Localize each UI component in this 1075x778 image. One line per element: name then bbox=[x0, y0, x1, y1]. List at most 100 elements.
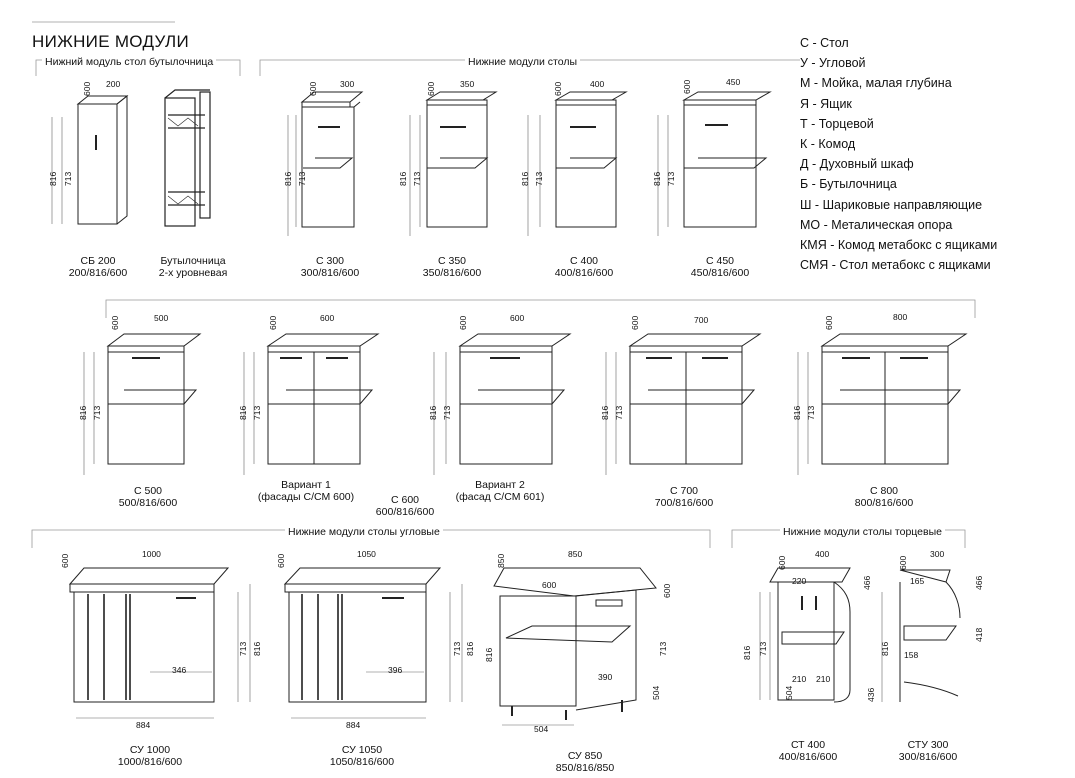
dim-height-816: 816 bbox=[652, 171, 662, 186]
legend-item: МО - Металическая опора bbox=[800, 217, 953, 232]
dim-width: 800 bbox=[893, 312, 908, 322]
dim-depth: 600 bbox=[777, 555, 787, 570]
legend-item: Б - Бутылочница bbox=[800, 177, 897, 192]
dim-depth: 466 bbox=[974, 575, 984, 590]
dim-depth: 504 bbox=[784, 685, 794, 700]
dim-depth: 600 bbox=[898, 555, 908, 570]
dim-width: 400 bbox=[815, 549, 830, 559]
cabinet-s450 bbox=[657, 91, 772, 236]
dim-inner: 220 bbox=[792, 576, 807, 586]
dim-height-713: 713 bbox=[658, 641, 668, 656]
dim-width: 1000 bbox=[142, 549, 161, 559]
dim-width: 350 bbox=[460, 79, 475, 89]
dim-depth: 600 bbox=[630, 315, 640, 330]
legend: С - Стол У - Угловой М - Мойка, малая гл… bbox=[800, 33, 997, 275]
dim-depth: 436 bbox=[866, 687, 876, 702]
section-label-tables: Нижние модули столы bbox=[465, 56, 580, 68]
dim-height-713: 713 bbox=[297, 171, 307, 186]
dim-inner: 158 bbox=[904, 650, 919, 660]
dim-depth: 600 bbox=[682, 79, 692, 94]
dim-width: 300 bbox=[930, 549, 945, 559]
dim-width: 600 bbox=[542, 580, 557, 590]
legend-item: Ш - Шариковые направляющие bbox=[800, 197, 983, 212]
dim-inner: 346 bbox=[172, 665, 187, 675]
dim-depth: 600 bbox=[110, 315, 120, 330]
dim-inner: 210 bbox=[816, 674, 831, 684]
dim-height-816: 816 bbox=[48, 171, 58, 186]
legend-item: У - Угловой bbox=[800, 56, 866, 71]
dim-width: 600 bbox=[320, 313, 335, 323]
dim-height-816: 816 bbox=[78, 405, 88, 420]
dim-height-816: 816 bbox=[742, 645, 752, 660]
dim-width: 850 bbox=[568, 549, 583, 559]
dim-height-713: 713 bbox=[238, 641, 248, 656]
legend-item: СМЯ - Стол метабокс с ящиками bbox=[800, 258, 991, 273]
cabinet-s500 bbox=[83, 333, 202, 475]
dim-width: 200 bbox=[106, 79, 121, 89]
legend-item: Т - Торцевой bbox=[800, 116, 874, 131]
page-title: НИЖНИЕ МОДУЛИ bbox=[32, 32, 189, 51]
dim-height-713: 713 bbox=[442, 405, 452, 420]
dim-width: 450 bbox=[726, 77, 741, 87]
section-label-bottle: Нижний модуль стол бутылочница bbox=[42, 56, 217, 68]
dim-width: 1050 bbox=[357, 549, 376, 559]
cabinet-stu300 bbox=[881, 569, 961, 702]
dim-height-713: 713 bbox=[92, 405, 102, 420]
dim-inner: 504 bbox=[534, 724, 549, 734]
cabinet-s400 bbox=[527, 91, 628, 236]
dim-depth: 466 bbox=[862, 575, 872, 590]
dim-height-816: 816 bbox=[792, 405, 802, 420]
cabinet-s300 bbox=[287, 91, 364, 236]
dim-height-816: 816 bbox=[398, 171, 408, 186]
dim-height-713: 713 bbox=[534, 171, 544, 186]
dim-height-816: 816 bbox=[465, 641, 475, 656]
dim-inner: 396 bbox=[388, 665, 403, 675]
dim-depth: 600 bbox=[60, 553, 70, 568]
dim-height-816: 816 bbox=[484, 647, 494, 662]
dim-depth: 600 bbox=[426, 81, 436, 96]
dim-inner: 884 bbox=[346, 720, 361, 730]
section-label-end: Нижние модули столы торцевые bbox=[780, 526, 945, 538]
legend-item: Д - Духовный шкаф bbox=[800, 157, 914, 172]
dim-depth: 600 bbox=[276, 553, 286, 568]
dim-depth: 504 bbox=[651, 685, 661, 700]
cabinet-variant1 bbox=[243, 333, 380, 475]
dim-height-713: 713 bbox=[614, 405, 624, 420]
dim-depth: 600 bbox=[824, 315, 834, 330]
dim-depth: 600 bbox=[553, 81, 563, 96]
dim-height-713: 713 bbox=[412, 171, 422, 186]
dim-width: 400 bbox=[590, 79, 605, 89]
cabinet-su850 bbox=[493, 567, 657, 726]
cabinet-s800 bbox=[797, 333, 968, 475]
dim-height-816: 816 bbox=[283, 171, 293, 186]
dim-depth: 600 bbox=[268, 315, 278, 330]
legend-item: С - Стол bbox=[800, 36, 849, 50]
dim-height-713: 713 bbox=[452, 641, 462, 656]
dim-height-713: 713 bbox=[252, 405, 262, 420]
dim-height-713: 713 bbox=[666, 171, 676, 186]
dim-depth: 850 bbox=[496, 553, 506, 568]
dim-width: 600 bbox=[510, 313, 525, 323]
dim-depth: 600 bbox=[662, 583, 672, 598]
dim-depth: 600 bbox=[82, 81, 92, 96]
dim-inner: 884 bbox=[136, 720, 151, 730]
dim-depth: 600 bbox=[458, 315, 468, 330]
dim-inner: 165 bbox=[910, 576, 925, 586]
cabinet-s700 bbox=[605, 333, 762, 475]
legend-item: КМЯ - Комод метабокс с ящиками bbox=[800, 238, 998, 253]
dim-height-816: 816 bbox=[520, 171, 530, 186]
legend-item: К - Комод bbox=[800, 137, 856, 152]
cabinet-sb200 bbox=[51, 94, 129, 225]
